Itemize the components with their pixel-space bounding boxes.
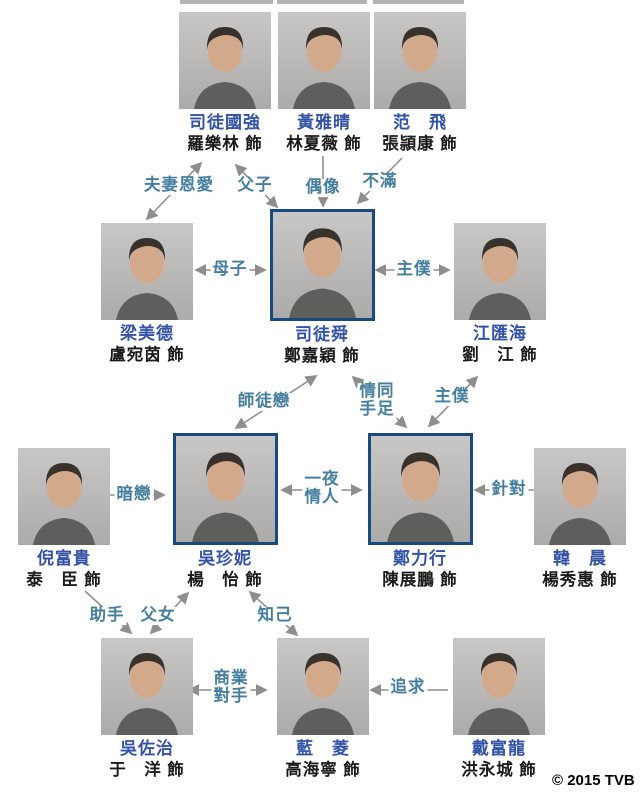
relation-label-assistant: 助手	[87, 606, 127, 625]
character-name: 倪富貴	[37, 549, 91, 568]
relation-label-resentment: 不滿	[360, 172, 400, 191]
relation-label-like-brothers: 情同 手足	[357, 382, 397, 419]
photo-ng-cho-chi	[101, 638, 193, 735]
copyright-notice: © 2015 TVB	[552, 772, 635, 789]
character-name: 司徒國強	[189, 113, 261, 132]
relation-label-father-son: 父子	[235, 176, 275, 195]
cropped-photo-sliver	[180, 0, 273, 4]
relation-label-idol: 偶像	[303, 178, 343, 197]
character-card-highlighted: 鄭力行 陳展鵬 飾	[360, 433, 480, 590]
photo-cheng-lik-hang	[367, 433, 473, 545]
relation-label-father-daughter: 父女	[138, 606, 178, 625]
photo-wong-nga-ching	[278, 12, 370, 109]
actor-name: 劉 江 飾	[462, 345, 538, 364]
character-card: 倪富貴 泰 臣 飾	[4, 448, 124, 590]
actor-name: 盧宛茵 飾	[109, 345, 185, 364]
character-name: 韓 晨	[553, 549, 607, 568]
photo-ngai-fu-kwai	[18, 448, 110, 545]
relation-label-confidants: 知己	[255, 606, 295, 625]
relation-label-targets: 針對	[489, 480, 529, 499]
character-card: 江匯海 劉 江 飾	[440, 223, 560, 365]
relation-label-master-servant-1: 主僕	[394, 260, 434, 279]
cropped-photo-sliver	[277, 0, 367, 4]
photo-lam-ling	[277, 638, 369, 735]
character-name: 鄭力行	[393, 549, 447, 568]
relation-label-one-night-lovers: 一夜 情人	[302, 470, 342, 507]
relation-label-mentor-romance: 師徒戀	[235, 392, 293, 411]
actor-name: 楊秀惠 飾	[542, 570, 618, 589]
character-name: 黃雅晴	[297, 113, 351, 132]
character-name: 戴富龍	[472, 739, 526, 758]
actor-name: 泰 臣 飾	[26, 570, 102, 589]
photo-fan-fei	[374, 12, 466, 109]
character-name: 江匯海	[473, 324, 527, 343]
character-card-highlighted: 司徒舜 鄭嘉穎 飾	[262, 209, 382, 366]
actor-name: 羅樂林 飾	[187, 134, 263, 153]
character-card: 黃雅晴 林夏薇 飾	[264, 12, 384, 154]
photo-leung-mei-tak	[101, 223, 193, 320]
character-card: 司徒國強 羅樂林 飾	[165, 12, 285, 154]
character-name: 范 飛	[393, 113, 447, 132]
actor-name: 鄭嘉穎 飾	[284, 346, 360, 365]
actor-name: 洪永城 飾	[461, 760, 537, 779]
character-card: 戴富龍 洪永城 飾	[439, 638, 559, 780]
actor-name: 陳展鵬 飾	[382, 570, 458, 589]
character-name: 梁美德	[120, 324, 174, 343]
actor-name: 高海寧 飾	[285, 760, 361, 779]
character-card: 梁美德 盧宛茵 飾	[87, 223, 207, 365]
cropped-photo-sliver	[373, 0, 464, 4]
photo-hon-san	[534, 448, 626, 545]
character-name: 藍 菱	[296, 739, 350, 758]
character-card: 韓 晨 楊秀惠 飾	[520, 448, 640, 590]
actor-name: 張頴康 飾	[382, 134, 458, 153]
relation-label-business-rivals: 商業 對手	[211, 669, 251, 706]
relation-label-secret-crush: 暗戀	[114, 485, 154, 504]
photo-ng-chun-nei	[172, 433, 278, 545]
photo-situ-shun	[269, 209, 375, 321]
relation-label-spouses: 夫妻恩愛	[142, 176, 216, 195]
character-card: 吳佐治 于 洋 飾	[87, 638, 207, 780]
character-name: 司徒舜	[295, 325, 349, 344]
photo-tai-fu-lung	[453, 638, 545, 735]
character-name: 吳佐治	[120, 739, 174, 758]
relation-label-mother-son: 母子	[210, 260, 250, 279]
actor-name: 楊 怡 飾	[187, 570, 263, 589]
relation-label-master-servant-2: 主僕	[432, 387, 472, 406]
actor-name: 于 洋 飾	[109, 760, 185, 779]
character-card-highlighted: 吳珍妮 楊 怡 飾	[165, 433, 285, 590]
character-card: 藍 菱 高海寧 飾	[263, 638, 383, 780]
character-card: 范 飛 張頴康 飾	[360, 12, 480, 154]
photo-situ-kwok-keung	[179, 12, 271, 109]
character-name: 吳珍妮	[198, 549, 252, 568]
photo-kong-wui-hoi	[454, 223, 546, 320]
actor-name: 林夏薇 飾	[286, 134, 362, 153]
relation-label-pursues: 追求	[388, 678, 428, 697]
